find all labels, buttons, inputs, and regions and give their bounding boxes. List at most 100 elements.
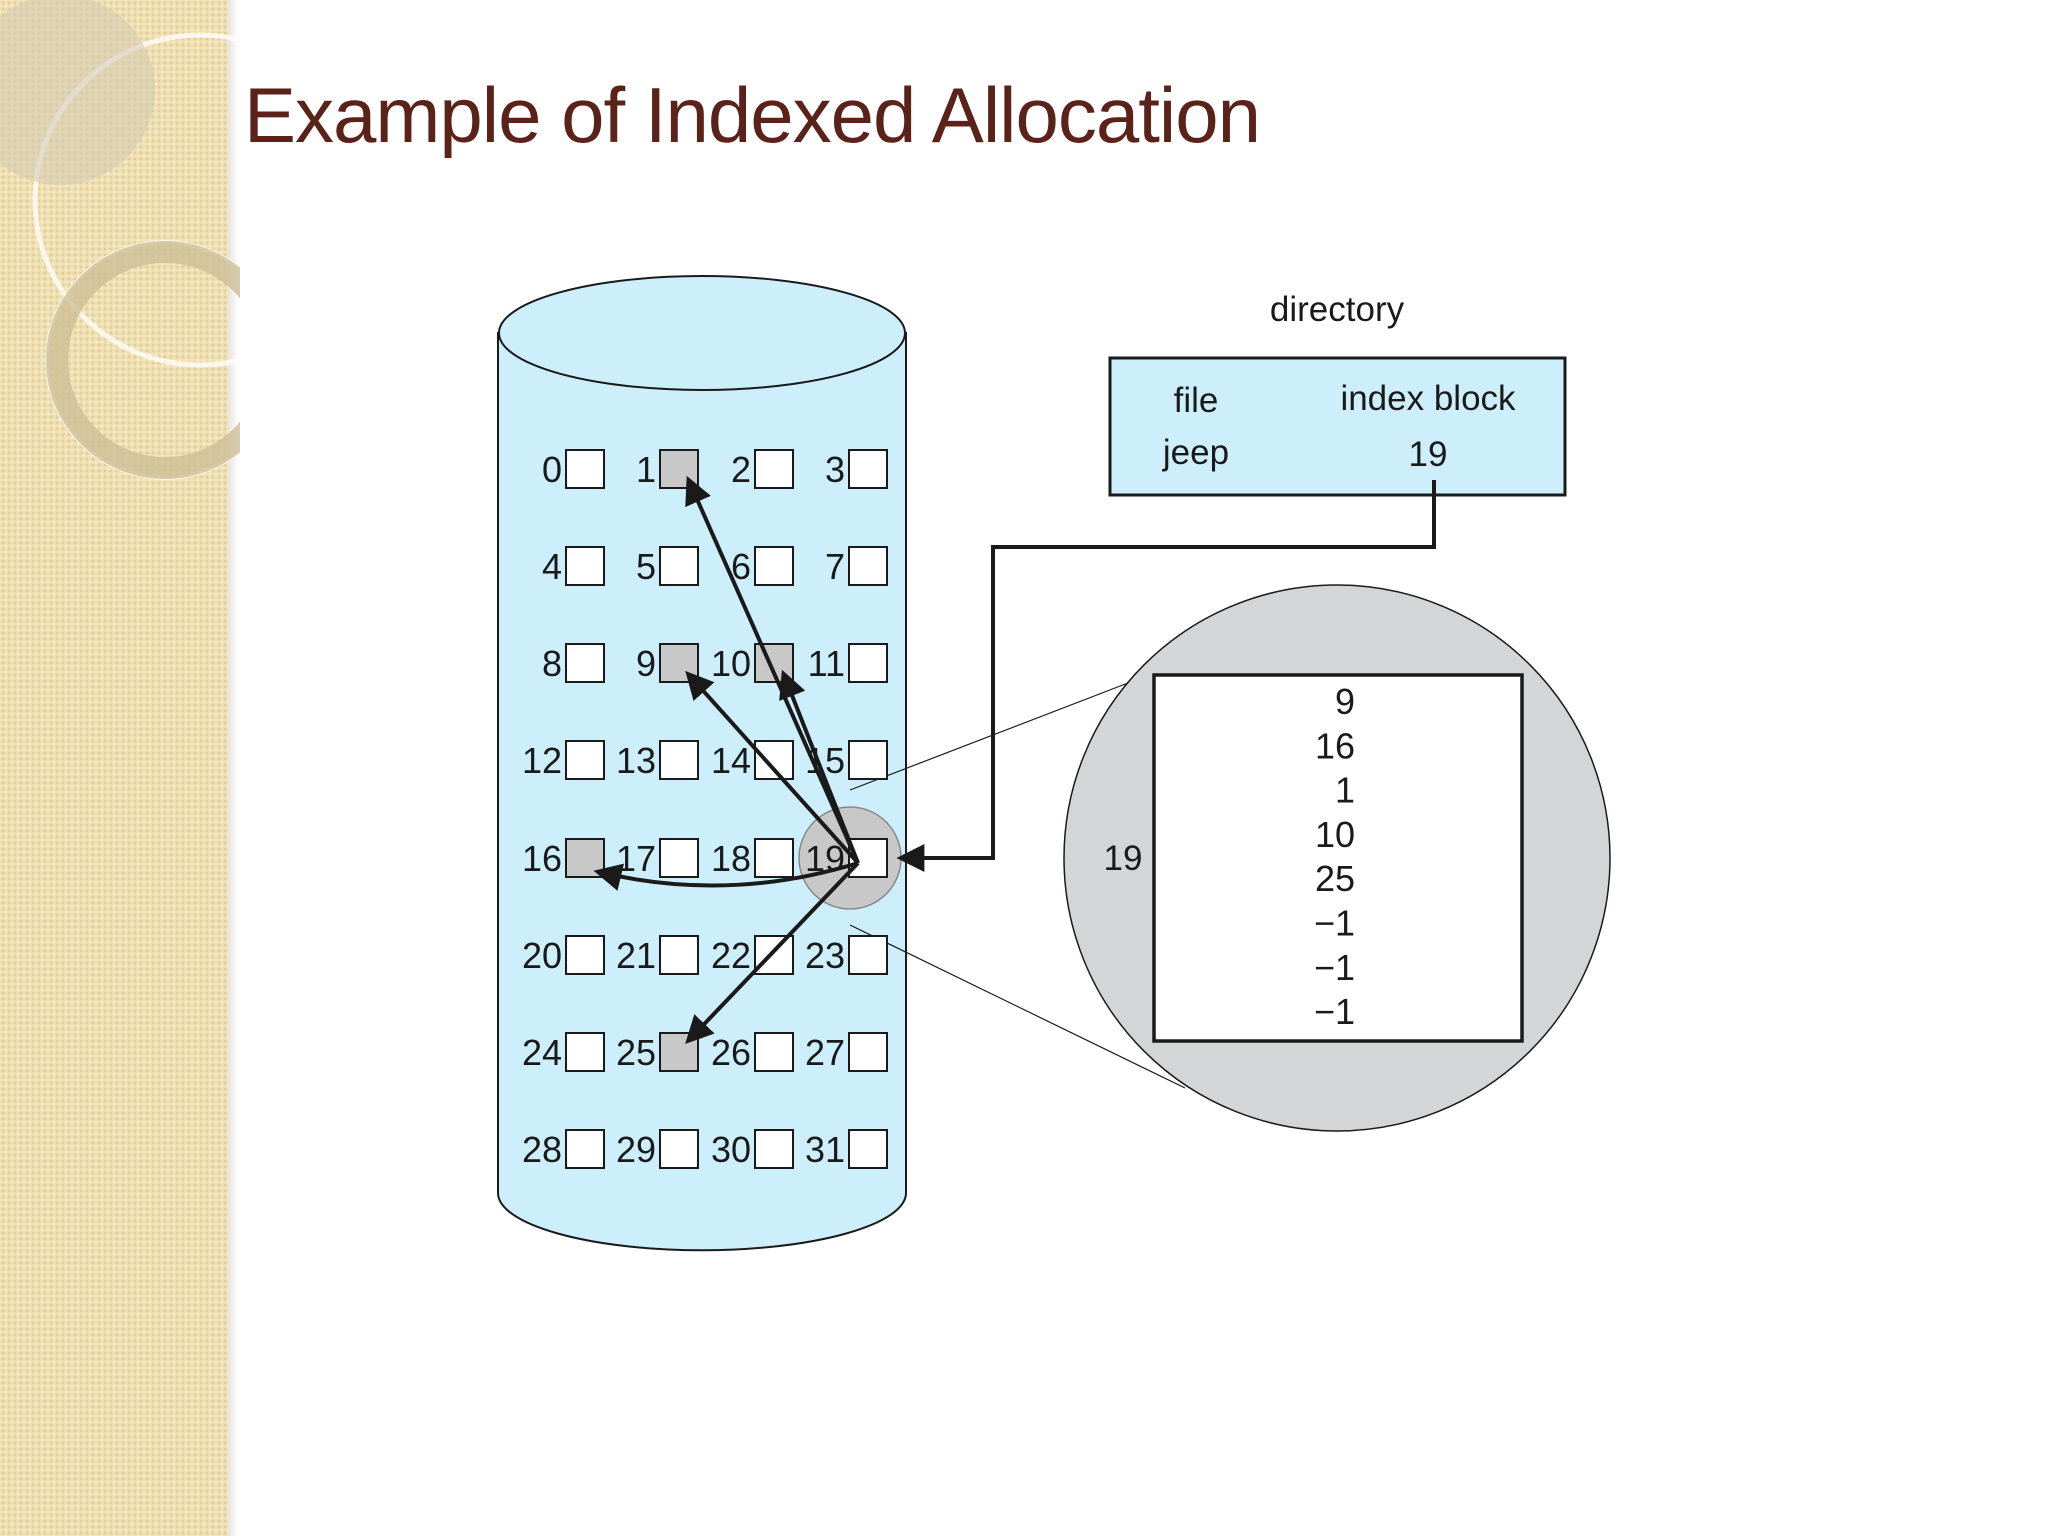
free-block-box <box>754 935 794 975</box>
free-block-box <box>848 449 888 489</box>
free-block-box <box>565 740 605 780</box>
disk-block: 12 <box>522 740 605 781</box>
free-block-box <box>659 935 699 975</box>
disk-block: 31 <box>805 1129 888 1170</box>
directory-header-index-block: index block <box>1340 379 1516 418</box>
disk-block-label: 3 <box>825 449 845 490</box>
disk-top <box>498 275 906 391</box>
magnifier-lines <box>849 682 1186 1089</box>
disk-block: 2 <box>731 449 794 490</box>
disk-block: 23 <box>805 935 888 976</box>
disk-block: 13 <box>616 740 699 781</box>
free-block-box <box>754 449 794 489</box>
disk-block: 24 <box>522 1032 605 1073</box>
disk-block: 9 <box>636 643 699 684</box>
disk-block-label: 5 <box>636 546 656 587</box>
free-block-box <box>848 740 888 780</box>
free-block-box <box>754 740 794 780</box>
disk-block: 4 <box>542 546 605 587</box>
directory-caption: directory <box>1270 290 1405 329</box>
disk-block-label: 0 <box>542 449 562 490</box>
disk-block: 28 <box>522 1129 605 1170</box>
disk-block-label: 9 <box>636 643 656 684</box>
disk-block: 29 <box>616 1129 699 1170</box>
disk-block-label: 12 <box>522 740 562 781</box>
disk-block: 8 <box>542 643 605 684</box>
free-block-box <box>565 1032 605 1072</box>
directory-to-index-arrow <box>896 480 1436 872</box>
free-block-box <box>848 643 888 683</box>
index-pointer-arrows <box>593 475 860 1045</box>
pointer-arrow-to-block-25 <box>685 861 860 1045</box>
disk-block-label: 23 <box>805 935 845 976</box>
disk-block-label: 2 <box>731 449 751 490</box>
index-entry: 16 <box>1315 725 1355 766</box>
free-block-box <box>754 546 794 586</box>
index-entry: −1 <box>1314 991 1355 1032</box>
pointer-arrow-to-block-9 <box>685 670 860 865</box>
disk-block: 30 <box>711 1129 794 1170</box>
free-block-box <box>565 935 605 975</box>
disk-block-label: 13 <box>616 740 656 781</box>
disk-block-label: 8 <box>542 643 562 684</box>
free-block-box <box>848 546 888 586</box>
free-block-box <box>565 1129 605 1169</box>
disk-block: 1 <box>636 449 699 490</box>
index-block-table <box>1152 673 1524 1043</box>
allocated-block-box <box>659 449 699 489</box>
free-block-box <box>565 546 605 586</box>
disk-block-label: 7 <box>825 546 845 587</box>
disk-block-label: 30 <box>711 1129 751 1170</box>
disk-block: 18 <box>711 838 794 879</box>
side-strip-shadow <box>228 0 238 1536</box>
index-entry: 25 <box>1315 858 1355 899</box>
free-block-box <box>754 1032 794 1072</box>
allocated-block-box <box>565 838 605 878</box>
disk-block-label: 24 <box>522 1032 562 1073</box>
disk-block-label: 1 <box>636 449 656 490</box>
disk-block-label: 22 <box>711 935 751 976</box>
pointer-arrow-to-block-16 <box>593 861 859 891</box>
pointer-arrow-to-block-1 <box>685 475 860 864</box>
disk-block: 6 <box>731 546 794 587</box>
free-block-box <box>848 935 888 975</box>
free-block-box <box>659 1129 699 1169</box>
disk-block: 20 <box>522 935 605 976</box>
free-block-box <box>659 838 699 878</box>
directory-table <box>1108 356 1567 497</box>
index-entry: 10 <box>1315 814 1355 855</box>
disk-block-label: 11 <box>808 643 845 684</box>
disk-block-label: 18 <box>711 838 751 879</box>
disk-block-label: 31 <box>805 1129 845 1170</box>
index-entry: −1 <box>1314 947 1355 988</box>
free-block-box <box>565 643 605 683</box>
directory: directory file index block jeep 19 <box>1108 290 1567 497</box>
disk-block-label: 4 <box>542 546 562 587</box>
disk-block-label: 17 <box>616 838 656 879</box>
disk-block-label: 25 <box>616 1032 656 1073</box>
pointer-arrow-to-block-10 <box>779 669 860 864</box>
disk-block: 3 <box>825 449 888 490</box>
free-block-box <box>659 740 699 780</box>
free-block-box <box>565 449 605 489</box>
zoom-block-number: 19 <box>1104 839 1143 878</box>
free-block-box <box>848 1129 888 1169</box>
disk-block: 21 <box>616 935 699 976</box>
free-block-box <box>754 838 794 878</box>
disk-block: 17 <box>616 838 699 879</box>
free-block-box <box>659 546 699 586</box>
disk-block-label: 14 <box>711 740 751 781</box>
free-block-box <box>848 1032 888 1072</box>
disk-block: 25 <box>616 1032 699 1073</box>
directory-header-file: file <box>1174 381 1219 420</box>
decorative-rings <box>0 0 240 480</box>
directory-file-name: jeep <box>1162 433 1229 472</box>
disk-block: 14 <box>711 740 794 781</box>
disk-block: 22 <box>711 935 794 976</box>
index-entry: 9 <box>1335 681 1355 722</box>
disk-block-label: 16 <box>522 838 562 879</box>
disk-block-label: 6 <box>731 546 751 587</box>
